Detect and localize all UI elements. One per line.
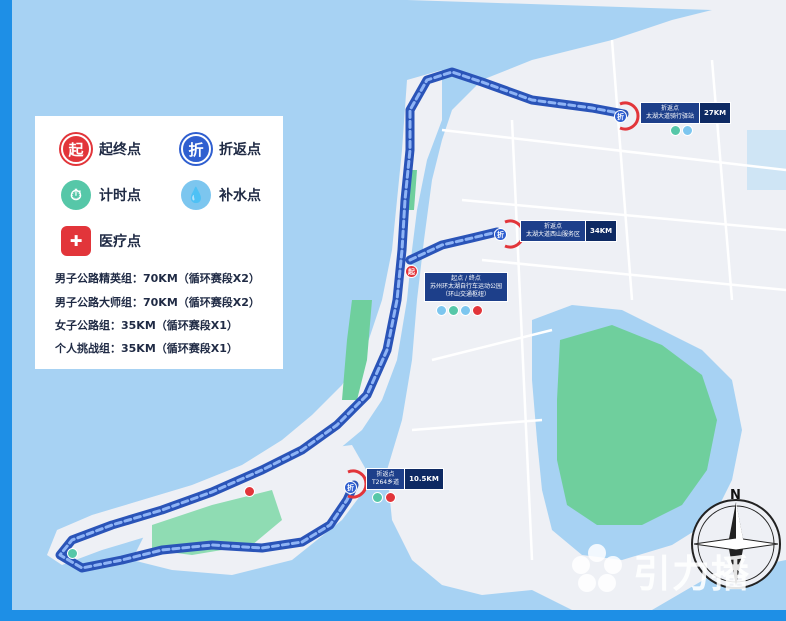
legend-label: 补水点 [219, 188, 261, 204]
park-strip [342, 300, 372, 400]
legend-medical: ✚ 医疗点 [61, 226, 141, 256]
legend-start-finish: 起 起终点 [61, 134, 141, 164]
medical-kit-icon: ✚ [61, 226, 91, 256]
callout-label: 折返点太湖大道西山服务区 [520, 220, 587, 242]
timer-icon [670, 125, 681, 136]
legend-water: 💧 补水点 [181, 180, 261, 210]
medical-kit-icon [472, 305, 483, 316]
race-route [55, 67, 629, 573]
water-drop-icon [436, 305, 447, 316]
callout-label: 折返点太湖大道骑行驿站 [640, 102, 701, 124]
callout-turnaround-34km[interactable]: 折返点太湖大道西山服务区 34KM [520, 220, 618, 242]
turnaround-marker-2[interactable]: 折 [494, 228, 507, 241]
start-finish-icon: 起 [61, 134, 91, 164]
start-finish-marker[interactable]: 起 [405, 265, 418, 278]
timer-icon [67, 548, 78, 559]
legend-panel: 起 起终点 折 折返点 ⏱ 计时点 💧 补水点 ✚ 医疗点 男子公路精英组：70… [35, 116, 283, 369]
group-line: 男子公路精英组：70KM（循环赛段X2） [55, 272, 260, 285]
legend-label: 折返点 [219, 142, 261, 158]
callout-label: 起点 / 终点苏州环太湖自行车运动公园（环山交通枢纽） [424, 272, 509, 302]
water-drop-icon: 💧 [181, 180, 211, 210]
turnaround-marker-1[interactable]: 折 [614, 110, 627, 123]
callout-distance: 34KM [586, 220, 618, 242]
route-map[interactable]: 折 折 折 起 折返点太湖大道骑行驿站 27KM 折返点太湖大道西山服务区 34… [12, 0, 786, 610]
water-drop-icon [682, 125, 693, 136]
timer-icon [448, 305, 459, 316]
medical-kit-icon [385, 492, 396, 503]
legend-label: 起终点 [99, 142, 141, 158]
callout-turnaround-27km[interactable]: 折返点太湖大道骑行驿站 27KM [640, 102, 732, 124]
group-line: 女子公路组：35KM（循环赛段X1） [55, 319, 238, 332]
flower-logo-icon [572, 544, 622, 592]
turnaround-icon: 折 [181, 134, 211, 164]
park-south [152, 490, 282, 555]
legend-timer: ⏱ 计时点 [61, 180, 141, 210]
timer-icon: ⏱ [61, 180, 91, 210]
turnaround-arrow-1 [619, 101, 640, 131]
roads [411, 39, 786, 561]
timer-icon [372, 492, 383, 503]
group-line: 男子公路大师组：70KM（循环赛段X2） [55, 296, 260, 309]
legend-label: 医疗点 [99, 234, 141, 250]
callout-distance: 10.5KM [405, 468, 444, 490]
peninsula [47, 70, 442, 565]
lake-island-park [557, 325, 717, 525]
callout-distance: 27KM [700, 102, 732, 124]
compass-north-label: N [730, 488, 741, 503]
map-canvas [47, 0, 786, 610]
medical-kit-icon [244, 486, 255, 497]
park-ne [747, 130, 786, 190]
water-drop-icon [460, 305, 471, 316]
turnaround-marker-3[interactable]: 折 [344, 481, 357, 494]
legend-label: 计时点 [99, 188, 141, 204]
compass-rose-icon [691, 499, 781, 589]
callout-start-finish[interactable]: 起点 / 终点苏州环太湖自行车运动公园（环山交通枢纽） [424, 272, 509, 302]
legend-turnaround: 折 折返点 [181, 134, 261, 164]
watermark-text: 引力播 [633, 552, 751, 596]
watermark: 引力播 [567, 535, 782, 605]
group-line: 个人挑战组：35KM（循环赛段X1） [55, 342, 238, 355]
